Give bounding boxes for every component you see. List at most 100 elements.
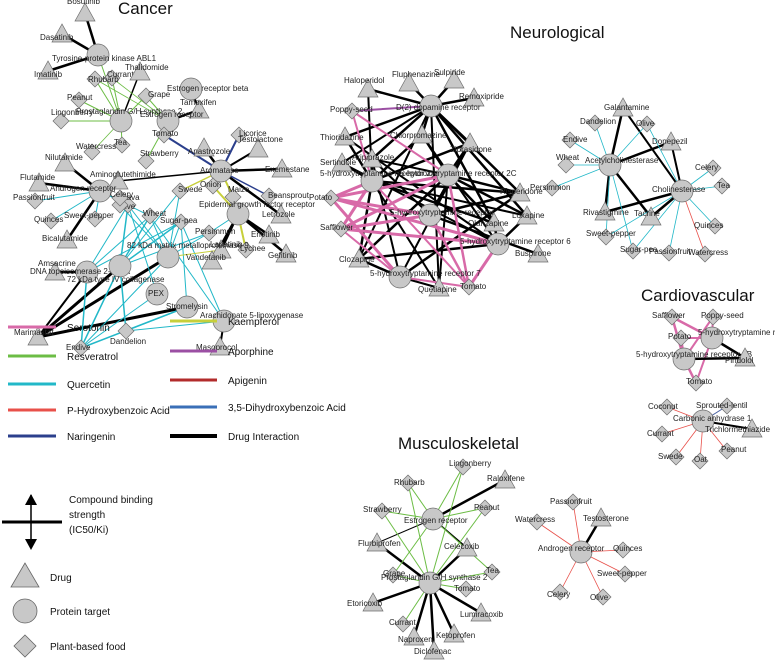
node-label: Ziprasidone: [450, 145, 492, 154]
node-label: Prostaglandin G/H synthase 2: [76, 107, 183, 116]
plant-food-diamond-icon: [141, 207, 159, 225]
drug-triangle-icon: [411, 124, 433, 144]
protein-target-icon: [88, 179, 112, 203]
node-label: Swede: [658, 452, 683, 461]
legend-label: 3,5-Dihydroxybenzoic Acid: [228, 403, 346, 414]
drug-triangle-icon: [275, 243, 297, 263]
protein-target-icon: [436, 163, 460, 187]
protein-target-icon: [672, 347, 696, 371]
legend-label: Resveratrol: [67, 352, 118, 363]
node-label: Diclofenac: [414, 647, 451, 656]
node-label: Passionfruit: [13, 193, 56, 202]
title-musculoskeletal: Musculoskeletal: [398, 434, 519, 453]
node-label: Swede: [178, 185, 203, 194]
plant-food-diamond-icon: [137, 87, 155, 105]
plant-food-diamond-icon: [70, 91, 88, 109]
node-dic: Diclofenac: [414, 640, 451, 660]
node-bic: Bicalutamide: [42, 229, 88, 249]
node-h1a: 5-hydroxytryptamine receptor 1A: [698, 326, 775, 350]
edge-abl-pg2: [97, 54, 122, 122]
node-label: Celery: [547, 590, 570, 599]
protein-target-icon: [108, 254, 132, 278]
node-label: Tomato: [454, 584, 481, 593]
plant-food-diamond-icon: [706, 217, 724, 235]
legend-serotonin: Serotonin: [8, 323, 110, 334]
edge-lin2-pg2b: [429, 466, 464, 584]
node-label: Quinces: [613, 544, 642, 553]
node-label: Tea: [717, 181, 730, 190]
node-label: Amsacrine: [38, 259, 76, 268]
node-label: Endive: [66, 343, 91, 352]
drug-triangle-icon: [271, 158, 293, 178]
edge-ari-h5: [371, 158, 431, 216]
protein-target-icon: [360, 169, 384, 193]
protein-target-icon: [209, 159, 233, 183]
node-ca1: Carbonic anhydrase 1: [673, 409, 752, 433]
node-label: Testosterone: [583, 514, 629, 523]
node-label: Letrozole: [262, 210, 295, 219]
node-ana: Anastrozole: [188, 137, 231, 157]
edge-saf1-h5: [339, 213, 432, 231]
plant-food-diamond-icon: [171, 182, 189, 200]
node-label: Quinces: [34, 215, 63, 224]
node-pas2: Passionfruit: [649, 244, 692, 262]
edge-dan1-alox: [125, 320, 225, 332]
edge-swp2-ache: [605, 164, 611, 238]
node-label: 82 kDa matrix metalloproteinase-9: [127, 241, 249, 250]
legend-apigenin: Apigenin: [170, 376, 267, 387]
node-dan2: Dandelion: [580, 114, 616, 132]
node-label: Lychee: [240, 244, 266, 253]
edge-pot1-h5: [329, 196, 432, 217]
drug-triangle-icon: [660, 131, 682, 151]
legend-drug-interaction: Drug Interaction: [170, 432, 299, 443]
node-swede1: Swede: [171, 182, 203, 200]
plant-food-diamond-icon: [476, 499, 494, 517]
node-pas3: Passionfruit: [550, 493, 593, 511]
plant-food-diamond-icon: [155, 126, 173, 144]
node-dan1: Dandelion: [110, 322, 146, 346]
node-hal: Haloperidol: [344, 76, 385, 98]
drug-triangle-icon: [193, 137, 215, 157]
node-label: Arachidonate 5-lipoxygenase: [200, 311, 304, 320]
drug-triangle-icon: [443, 69, 465, 89]
plant-food-diamond-icon: [597, 228, 615, 246]
node-grape1: Grape: [137, 87, 171, 105]
node-str: Stromelysin: [166, 295, 208, 319]
legend: Serotonin Resveratrol Quercetin P-Hydrox…: [2, 317, 346, 658]
legend-naringenin: Naringenin: [8, 432, 115, 443]
diamond-icon: [13, 634, 37, 658]
node-nap: Naproxen: [398, 626, 433, 646]
node-label: Licorice: [239, 129, 267, 138]
node-clo: Clozapine: [339, 248, 375, 268]
node-qui1: Quinces: [34, 212, 63, 230]
drug-triangle-icon: [51, 23, 73, 43]
drug-triangle-icon: [331, 152, 353, 172]
node-tom1: Tomato: [152, 126, 179, 144]
plant-food-diamond-icon: [72, 339, 90, 357]
node-ar1: Androgen receptor: [50, 179, 117, 203]
legend-quercetin: Quercetin: [8, 380, 110, 391]
legend-label: P-Hydroxybenzoic Acid: [67, 406, 170, 417]
drug-triangle-icon: [258, 224, 280, 244]
edge-oli1-top2: [86, 204, 129, 273]
node-ari: Aripiprazole: [352, 148, 395, 168]
protein-target-icon: [418, 571, 442, 595]
node-label: Donepezil: [652, 137, 688, 146]
protein-target-icon: [156, 245, 180, 269]
edge-lox-d2: [429, 104, 529, 218]
node-label: Potato: [309, 193, 333, 202]
node-chl: Chlorpromazine: [390, 124, 447, 144]
drug-triangle-icon: [107, 170, 129, 190]
node-label: Rhubarb: [394, 478, 425, 487]
node-gra2: Grape: [383, 566, 406, 584]
node-label: Carbonic anhydrase 1: [673, 414, 752, 423]
node-pea1: Peanut: [67, 91, 93, 109]
node-label: Bicalutamide: [42, 234, 88, 243]
node-spr: Sprouted-lentil: [696, 397, 748, 415]
drug-triangle-icon: [361, 148, 383, 168]
node-label: Currant: [389, 618, 416, 627]
node-label: Quinces: [694, 221, 723, 230]
edge-sug1-col72: [119, 221, 182, 267]
title-neurological: Neurological: [510, 23, 605, 42]
plant-food-diamond-icon: [394, 615, 412, 633]
